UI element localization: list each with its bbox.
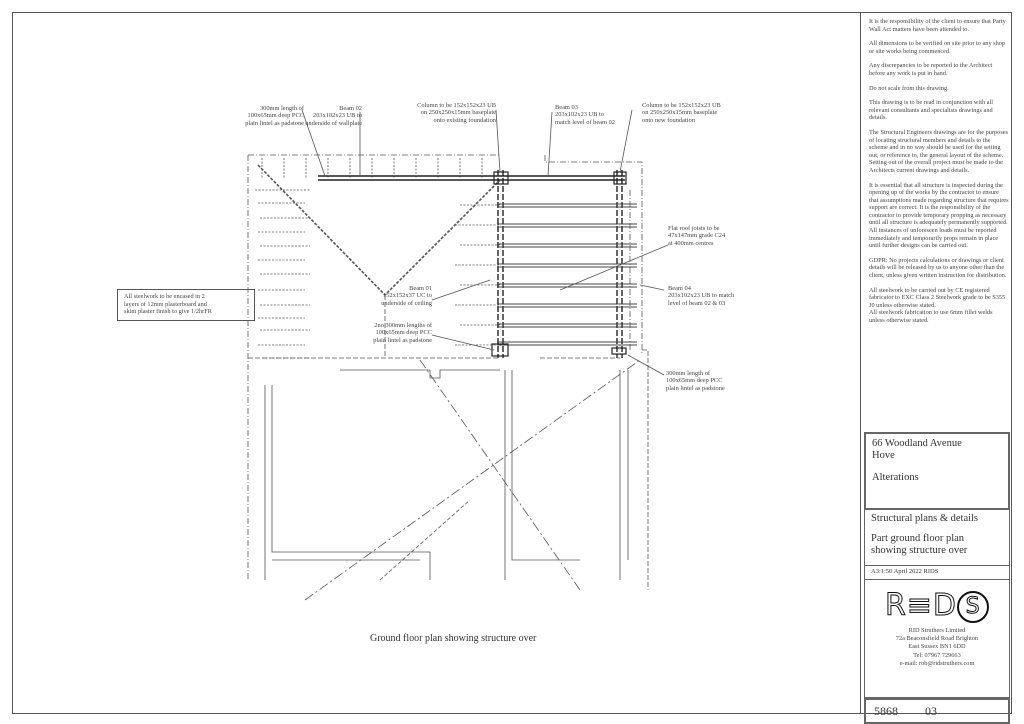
ann-line: 100x65mm deep PCC [247,112,304,120]
ann-line: on 250x250x15mm baseplate [642,109,718,117]
drawing-number: 5868 [874,704,898,718]
annotation-joists: Flat roof joists to be 47x147mm grade C2… [668,225,725,247]
note: All steelwork to be carried out by CE re… [869,286,1006,309]
title-block: It is the responsibility of the client t… [860,12,1012,724]
ann-line: All steelwork to be encased in 2 [124,293,205,300]
ann-line: plain lintel as padstone [373,336,432,344]
ann-line: underside of wallplate [305,119,362,127]
drawing-number-box: 5868 03 [864,698,1010,724]
ann-line: onto existing foundation [433,116,496,124]
ann-line: Column to be 152x152x23 UB [417,102,496,109]
ann-line: on 250x250x15mm baseplate [420,109,496,117]
note: Any discrepancies to be reported to the … [869,62,993,77]
note: Do not scale from this drawing. [869,84,949,92]
ann-line: 203x102x23 UB to match [668,292,735,300]
ann-line: layers of 12mm plasterboard and [124,300,207,308]
ann-line: underside of ceiling [381,299,432,307]
note: It is essential that all structure is in… [869,181,1009,250]
note: This drawing is to be read in conjunctio… [869,99,993,122]
column-existing [493,171,509,185]
ann-line: onto new foundation [642,116,695,124]
annotation-beam-02: Beam 02 203x102x23 UB to underside of wa… [300,105,362,127]
drawing-border [12,12,1012,714]
annotation-beam-04: Beam 04 203x102x23 UB to match level of … [668,285,734,307]
ann-line: Beam 04 [668,285,691,292]
company-address: East Sussex BN1 6DD [908,643,966,651]
annotation-beam-03: Beam 03 203x102x23 UB to match level of … [555,104,615,126]
roof-outline [248,154,643,355]
scale-info: A3:1:50 April 2022 RIDS [864,566,1010,580]
note: It is the responsibility of the client t… [869,18,1006,33]
ann-line: Beam 02 [339,105,362,112]
ann-line: 300mm length of [259,105,304,112]
annotation-beam-01: Beam 01 152x152x37 UC to underside of ce… [360,285,432,307]
company-name: RID Struthers Limited [908,627,966,634]
drawing-series: Structural plans & details [871,513,979,524]
revision: 03 [925,704,937,718]
ann-line: match level of beam 02 [555,118,615,126]
project-name: Alterations [872,472,919,483]
drawing-caption: Ground floor plan showing structure over [370,633,537,644]
hip-lines [257,164,501,297]
note: All dimensions to be verified on site pr… [869,40,1006,55]
drawing-title-line: Part ground floor plan [871,533,965,544]
annotation-column-new: Column to be 152x152x23 UB on 250x250x15… [642,102,721,124]
drawing-title-box: Structural plans & details Part ground f… [864,510,1010,566]
ann-line: 152x152x37 UC to [383,292,432,300]
ann-line: 100x65mm deep PCC [666,377,723,385]
ann-line: Flat roof joists to be [668,225,720,232]
ann-line: Column to be 152x152x23 UB [642,102,721,109]
ann-line: 47x147mm grade C24 [668,232,726,240]
annotation-column-existing: Column to be 152x152x23 UB on 250x250x15… [396,102,496,124]
padstone-right [611,347,627,355]
annotation-padstones-two: 2no 300mm lengths of 100x65mm deep PCC p… [350,322,432,344]
annotation-padstone-bottom-right: 300mm length of 100x65mm deep PCC plain … [666,370,725,392]
annotation-encased-note: All steelwork to be encased in 2 layers … [117,289,255,321]
drawing-title-line: showing structure over [871,545,968,556]
beam-02 [318,175,625,181]
ann-line: 203x102x23 UB to [555,111,604,119]
note: GDPR: No projects calculations or drawin… [869,256,1007,280]
ann-line: 100x65mm deep PCC [375,329,432,337]
ann-line: skim plaster finish to give 1/2hrFR [124,308,212,316]
ann-line: 2no 300mm lengths of [374,322,432,329]
company-phone: Tel: 07967 729663 [913,651,961,659]
general-notes: It is the responsibility of the client t… [869,18,1009,332]
company-email: e-mail: rob@ridstruthers.com [899,659,975,667]
project-box: 66 Woodland Avenue Hove Alterations [864,432,1010,510]
padstone-left [491,343,509,357]
ann-line: plain lintel as padstone [245,119,304,127]
ann-line: plain lintel as padstone [666,384,725,392]
ann-line: 203x102x23 UB to [313,112,362,120]
ann-line: Beam 03 [555,104,578,111]
ann-line: 300mm length of [666,370,711,377]
note: The Structural Engineers drawings are fo… [869,128,1009,174]
annotation-padstone-top-left: 300mm length of 100x65mm deep PCC plain … [232,105,304,127]
company-address: 72a Beaconsfield Road Brighton [895,635,979,643]
note: All steelwork fabrication to use 6mm fil… [869,309,993,324]
ann-line: level of beam 02 & 03 [668,299,726,307]
address-line: Hove [872,450,895,461]
ann-line: Beam 01 [409,285,432,292]
address-line: 66 Woodland Avenue [872,438,962,449]
ann-line: at 400mm centres [668,239,714,247]
column-new [613,171,627,185]
